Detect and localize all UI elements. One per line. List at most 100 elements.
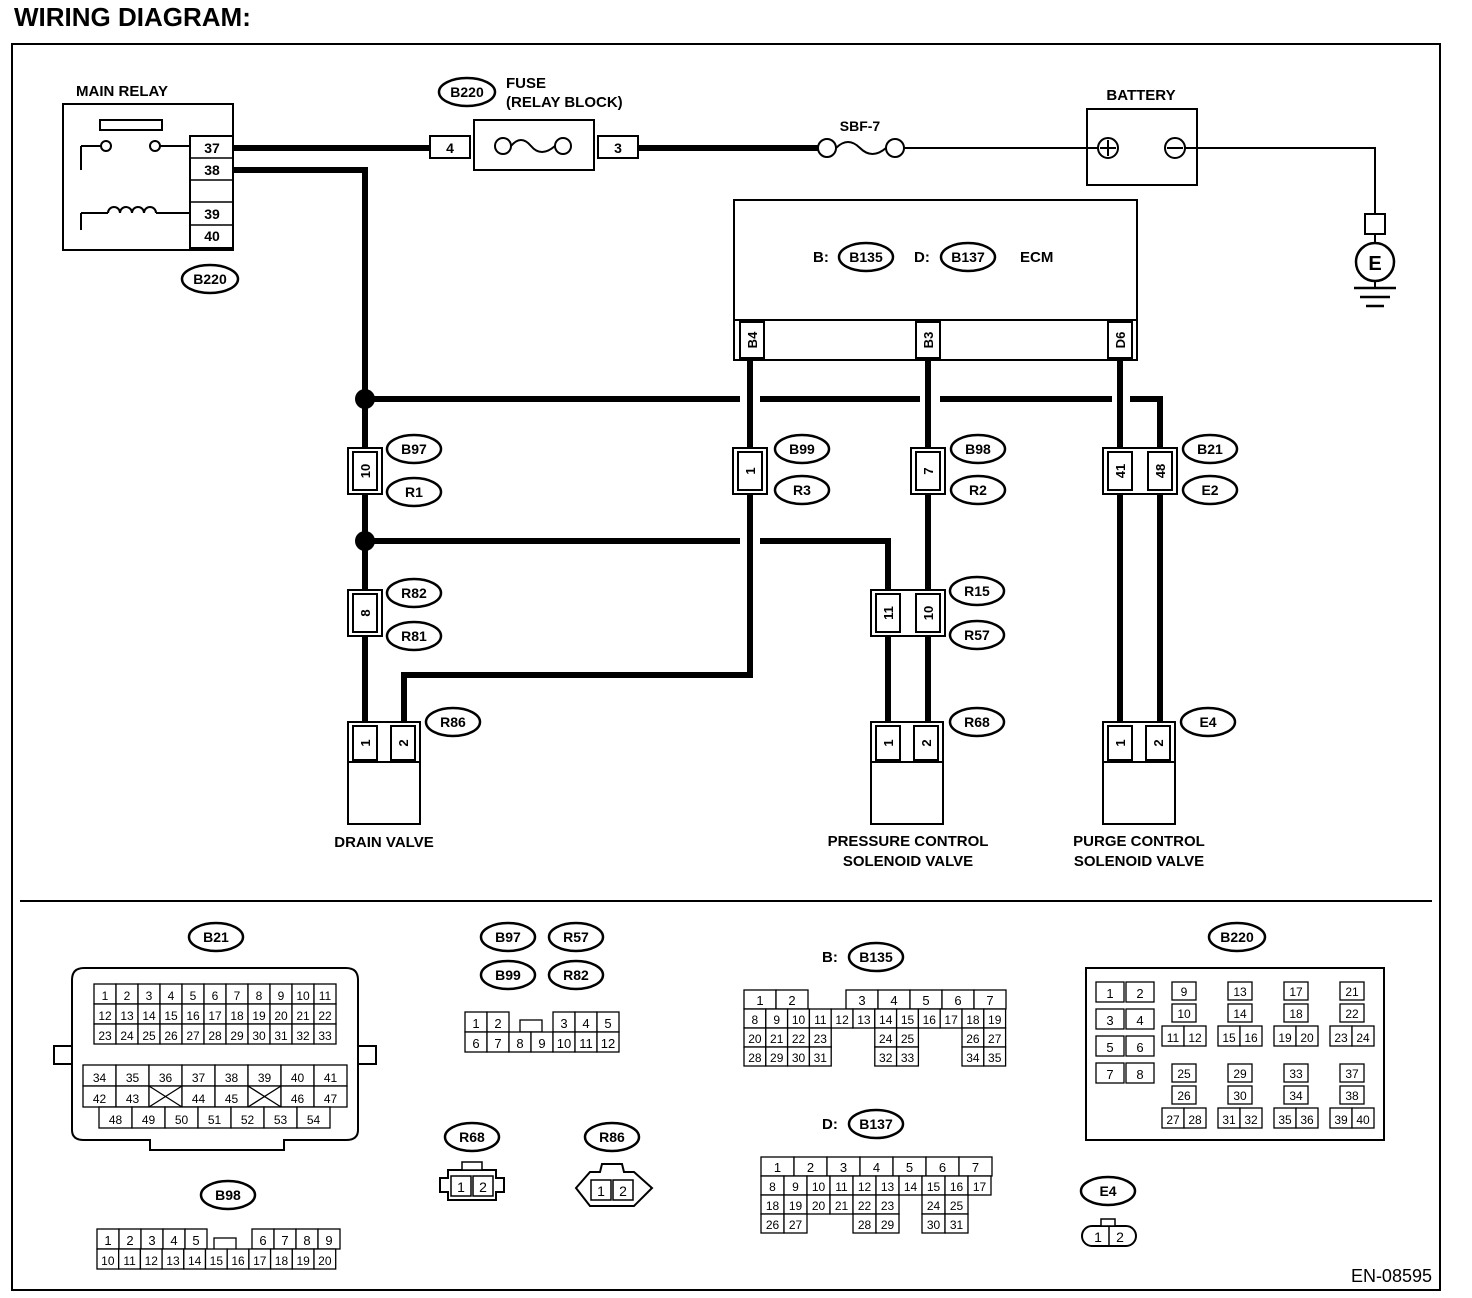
ecm-label: ECM <box>1020 249 1053 266</box>
pin-number: 18 <box>230 1009 244 1023</box>
pin-number: 14 <box>142 1009 156 1023</box>
pin-number: 39 <box>258 1071 272 1085</box>
pin-number: 8 <box>752 1013 759 1027</box>
pin-number: 15 <box>927 1180 941 1194</box>
pin-number: 31 <box>814 1051 828 1065</box>
pin-number: 23 <box>1334 1031 1348 1045</box>
pin-number: 38 <box>225 1071 239 1085</box>
pin-cell <box>313 1023 337 1045</box>
pin-number: 13 <box>881 1180 895 1194</box>
svg-text:48: 48 <box>1153 464 1168 478</box>
svg-text:10: 10 <box>921 606 936 620</box>
pin-number: 11 <box>814 1013 827 1027</box>
pin-number: 7 <box>494 1036 501 1051</box>
pin-number: 31 <box>274 1029 288 1043</box>
svg-text:R86: R86 <box>440 714 466 730</box>
pin-number: 31 <box>950 1218 964 1232</box>
pin-number: 37 <box>1345 1067 1359 1081</box>
pin-number: 19 <box>1278 1031 1292 1045</box>
pin-number: 16 <box>1244 1031 1258 1045</box>
pin-number: 3 <box>148 1233 155 1248</box>
pin-number: 30 <box>792 1051 806 1065</box>
fuse-pin: 3 <box>614 140 622 156</box>
pin-cell <box>1351 1025 1375 1047</box>
pin-number: 4 <box>873 1160 880 1175</box>
pin-number: 24 <box>879 1032 893 1046</box>
svg-text:B220: B220 <box>1220 929 1254 945</box>
pin-number: 1 <box>104 1233 111 1248</box>
pin-number: 19 <box>789 1199 803 1213</box>
pin-number: 21 <box>835 1199 849 1213</box>
pin-number: 6 <box>259 1233 266 1248</box>
pin-number: 3 <box>560 1016 567 1031</box>
pin-number: 1 <box>102 989 109 1003</box>
pin-number: 9 <box>1181 985 1188 999</box>
pin-number: 2 <box>1136 986 1143 1001</box>
figure-id: EN-08595 <box>1351 1266 1432 1286</box>
svg-text:R2: R2 <box>969 482 987 498</box>
pin-number: 43 <box>126 1092 140 1106</box>
pin-number: 18 <box>275 1254 289 1268</box>
battery-label: BATTERY <box>1106 87 1175 104</box>
pin-number: 27 <box>789 1218 803 1232</box>
ecm-d-prefix: D: <box>914 249 930 266</box>
pin-number: 44 <box>192 1092 206 1106</box>
svg-text:R15: R15 <box>964 583 990 599</box>
purge-label: PURGE CONTROL <box>1073 833 1205 850</box>
pin-cell <box>1095 1008 1125 1030</box>
connector-b99-r3: 1 B99 R3 <box>732 433 831 506</box>
svg-text:2: 2 <box>919 739 934 746</box>
fuse-pin: 4 <box>446 140 454 156</box>
connector-b137-label: B137 <box>939 241 997 273</box>
pin-number: 19 <box>296 1254 310 1268</box>
drain-valve: 1 2 R86 DRAIN VALVE <box>334 706 482 851</box>
pin-number: 17 <box>1289 985 1303 999</box>
pin-number: 10 <box>296 989 310 1003</box>
ecm-pin: D6 <box>1113 332 1128 349</box>
pin-number: 13 <box>857 1013 871 1027</box>
svg-text:B:: B: <box>822 949 838 966</box>
pin-number: 6 <box>472 1036 479 1051</box>
pin-number: 11 <box>123 1254 136 1268</box>
svg-text:R82: R82 <box>401 585 427 601</box>
pin-number: 5 <box>906 1160 913 1175</box>
pin-number: 16 <box>186 1009 200 1023</box>
pin-cell <box>1171 981 1197 1001</box>
relay-coil-icon <box>107 206 157 214</box>
junction-dot <box>355 389 375 409</box>
pin-number: 6 <box>954 993 961 1008</box>
pin-cell <box>1295 1107 1319 1129</box>
pin-cell <box>1171 1003 1197 1023</box>
pin-number: 25 <box>142 1029 156 1043</box>
pin-number: 49 <box>142 1113 156 1127</box>
fuse-label: FUSE <box>506 75 546 92</box>
pin-number: 12 <box>858 1180 872 1194</box>
pin-number: 36 <box>159 1071 173 1085</box>
pin-number: 30 <box>252 1029 266 1043</box>
pin-number: 24 <box>927 1199 941 1213</box>
pin-number: 1 <box>1106 986 1113 1001</box>
blank-pin-cross <box>148 1085 183 1108</box>
svg-text:B137: B137 <box>951 249 985 265</box>
pin-number: 7 <box>281 1233 288 1248</box>
relay-pin: 37 <box>204 140 220 156</box>
pin-number: 21 <box>770 1032 784 1046</box>
pin-number: 10 <box>1177 1007 1191 1021</box>
pin-number: 54 <box>307 1113 321 1127</box>
svg-text:2: 2 <box>1151 739 1166 746</box>
ecm-pin: B3 <box>921 332 936 349</box>
pin-number: 13 <box>166 1254 180 1268</box>
pin-cell <box>1125 1008 1155 1030</box>
svg-text:B99: B99 <box>789 441 815 457</box>
pcsv-sublabel: SOLENOID VALVE <box>843 853 973 870</box>
svg-text:41: 41 <box>1113 464 1128 478</box>
pin-cell <box>1183 1107 1207 1129</box>
svg-text:B21: B21 <box>1197 441 1223 457</box>
pin-number: 16 <box>231 1254 245 1268</box>
pin-number: 27 <box>1166 1113 1180 1127</box>
pin-number: 26 <box>1177 1089 1191 1103</box>
